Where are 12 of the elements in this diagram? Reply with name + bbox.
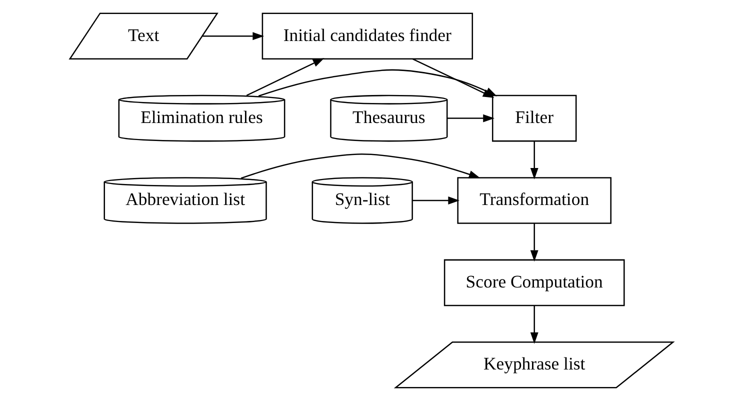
arrow	[246, 58, 324, 96]
arrow	[202, 32, 264, 40]
arrow	[530, 224, 538, 262]
arrow	[240, 153, 480, 179]
node-box: Filter	[491, 94, 576, 142]
arrow	[412, 196, 460, 204]
arrow	[530, 306, 538, 344]
arrow	[446, 114, 494, 122]
node-box: Initial candidates finder	[261, 12, 473, 60]
arrow	[530, 141, 538, 180]
node-box: Transformation	[456, 177, 611, 224]
node-box: Score Computation	[443, 259, 624, 306]
